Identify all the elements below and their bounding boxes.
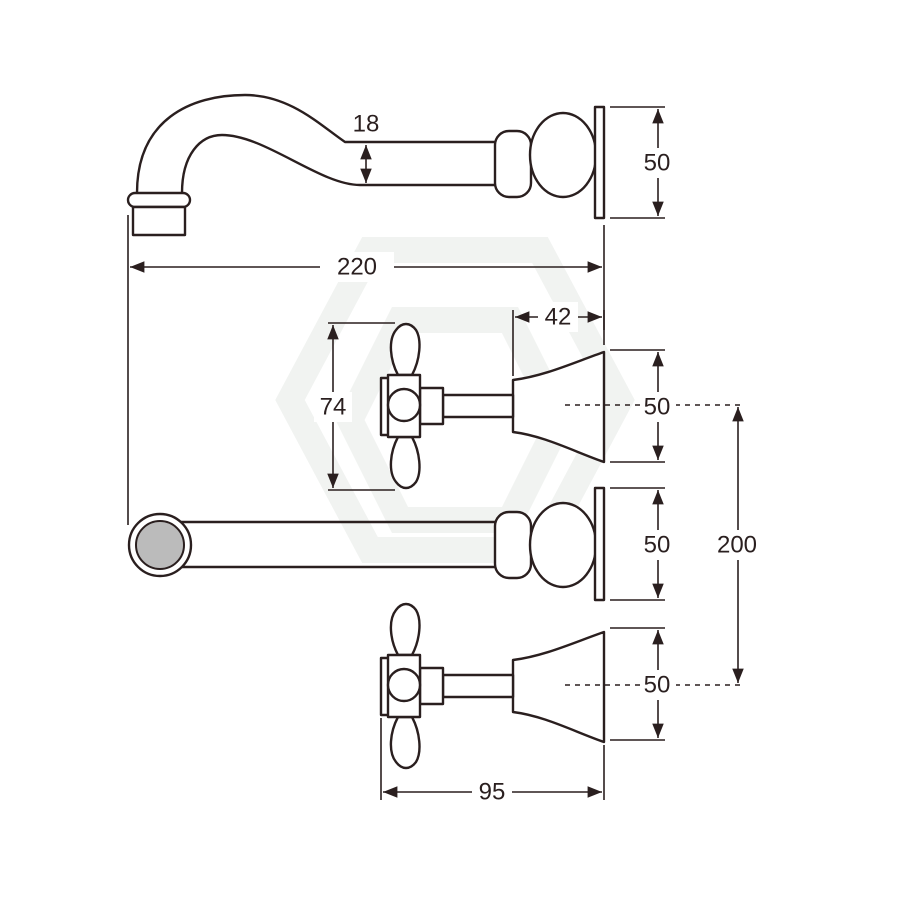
spout-top-view (127, 486, 606, 602)
dim-label-outlet-flange: 50 (644, 532, 671, 559)
dim-label-spout-flange: 50 (644, 150, 671, 177)
spout-side-view (126, 93, 606, 237)
dim-label-handle-span: 74 (320, 394, 347, 421)
dim-label-spout-reach: 220 (337, 254, 377, 281)
valve-bottom (379, 602, 606, 770)
valve-top (379, 322, 606, 490)
outlet-icon (135, 520, 185, 570)
dim-label-spout-diameter: 18 (353, 111, 380, 138)
dim-label-valve-flange-bottom: 50 (644, 672, 671, 699)
dim-label-valve-projection: 95 (479, 779, 506, 806)
dim-label-valve-depth: 42 (545, 304, 572, 331)
dim-label-valve-flange-top: 50 (644, 394, 671, 421)
dim-label-valve-centres: 200 (717, 532, 757, 559)
